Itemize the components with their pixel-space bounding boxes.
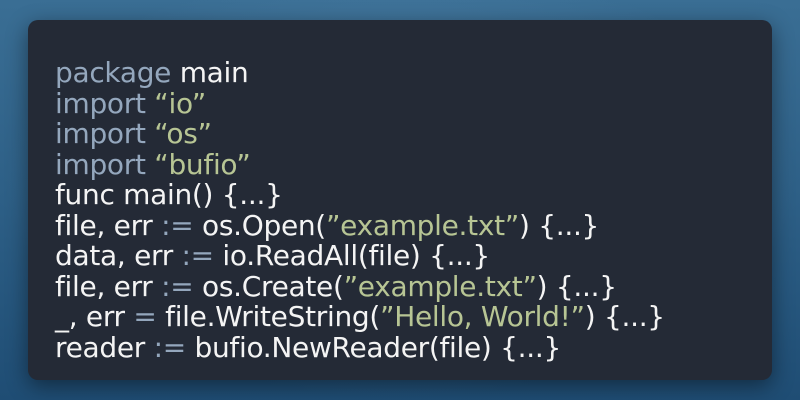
code-segment: ) {...} [536,269,617,303]
code-line-1: package main [55,56,772,89]
keyword-import: import [55,86,146,120]
assign-operator: := [181,239,215,272]
string-literal: ”example.txt” [325,208,519,242]
code-segment: data, err [55,239,182,272]
code-segment: ) {...} [584,300,665,333]
assign-operator: := [161,269,194,303]
code-segment: file, err [55,208,162,242]
package-name: main [171,56,249,89]
code-segment: reader [55,330,154,364]
import-path-bufio: “bufio” [145,147,251,181]
code-line-8: file, err := os.Create(”example.txt”) {.… [55,269,772,303]
string-literal: ”example.txt” [343,269,537,303]
import-path-os: “os” [145,117,212,150]
import-path-io: “io” [145,86,206,120]
assign-operator: := [153,330,187,364]
code-line-5: func main() {...} [55,178,772,211]
code-line-7: data, err := io.ReadAll(file) {...} [55,239,772,272]
code-segment: file, err [55,269,162,303]
code-segment: os.Open( [193,208,326,242]
code-line-9: _, err = file.WriteString(”Hello, World!… [55,300,772,333]
keyword-import: import [55,147,146,181]
code-editor-window: package main import “io” import “os” imp… [28,20,772,380]
code-segment: io.ReadAll(file) {...} [213,239,490,272]
assign-operator: = [133,300,157,333]
code-segment: file.WriteString( [156,300,380,333]
keyword-import: import [55,117,146,150]
code-segment: _, err [55,300,134,333]
assign-operator: := [161,208,194,242]
code-line-6: file, err := os.Open(”example.txt”) {...… [55,208,772,242]
code-segment: os.Create( [193,269,344,303]
func-main-declaration: func main() {...} [55,178,283,211]
code-line-3: import “os” [55,117,772,150]
code-line-2: import “io” [55,86,772,120]
code-line-4: import “bufio” [55,147,772,181]
code-segment: bufio.NewReader(file) {...} [185,330,561,364]
code-line-10: reader := bufio.NewReader(file) {...} [55,330,772,364]
keyword-package: package [55,56,172,89]
code-segment: ) {...} [519,208,600,242]
string-literal: ”Hello, World!” [380,300,585,333]
